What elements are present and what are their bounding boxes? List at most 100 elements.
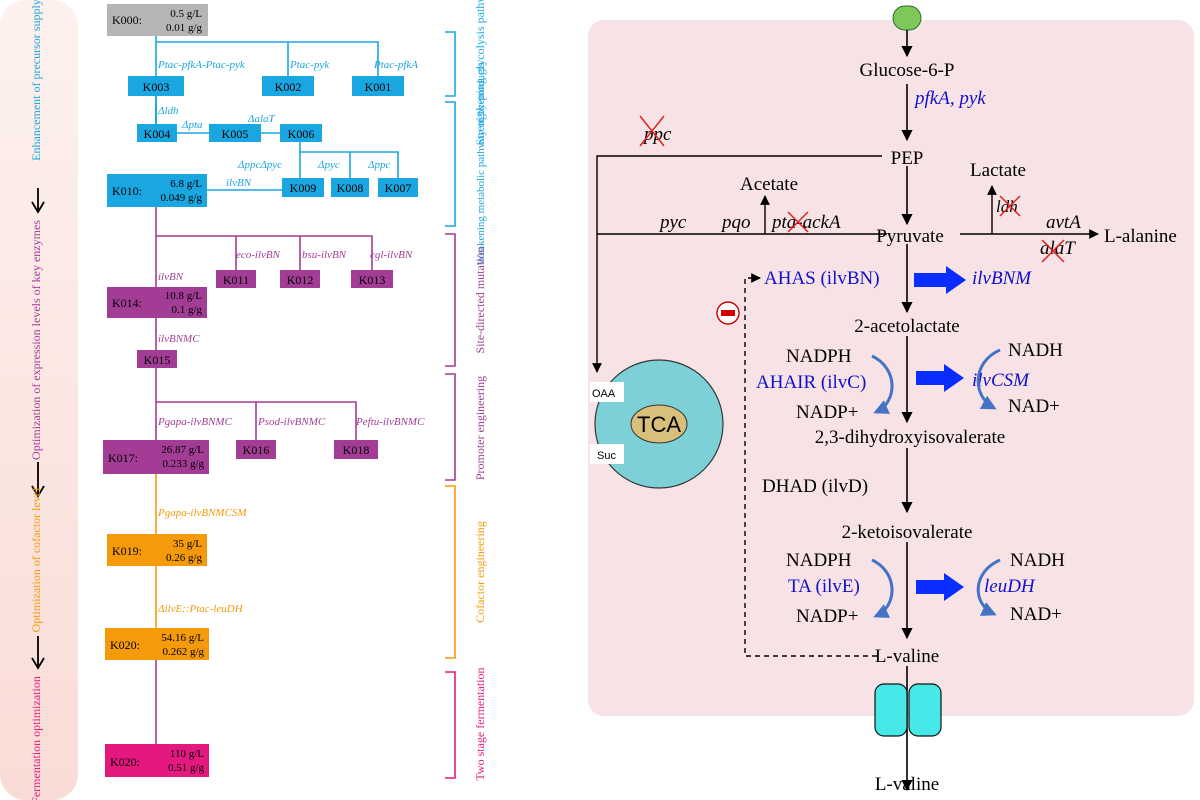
- oaa-label: OAA: [592, 388, 616, 400]
- cofactor-nadph-2: NADPH: [786, 550, 852, 571]
- tree-lines: [155, 36, 399, 744]
- oaa-box: [590, 382, 624, 402]
- gene-ppc: ppc: [642, 124, 672, 145]
- gene-ldh: ldh: [996, 197, 1018, 216]
- suc-label: Suc: [597, 450, 616, 462]
- mod-k012: bsu-ilvBN: [302, 249, 347, 261]
- mod-k020: ΔilvE::Ptac-leuDH: [157, 603, 244, 615]
- metabolite-glucose6p: Glucose-6-P: [860, 60, 955, 81]
- cofactor-nadh-2: NADH: [1010, 550, 1065, 571]
- strain-id: K006: [288, 127, 315, 141]
- strain-k004: K004: [137, 124, 177, 142]
- gene-ilvbn-mutant: ilvBNM: [972, 268, 1032, 289]
- strain-id: K019:: [112, 544, 142, 558]
- cell-panel: [588, 20, 1194, 716]
- strain-k016: K016: [236, 440, 276, 459]
- category-promoter: Promoter engineering: [473, 376, 487, 480]
- metabolite-acetate: Acetate: [740, 174, 798, 195]
- gene-pyc: pyc: [658, 212, 687, 233]
- knockout-crosses: [639, 115, 1065, 263]
- strain-k008: K008: [331, 178, 369, 197]
- strain-yield: 0.01 g/g: [166, 22, 203, 34]
- strain-id: K014:: [112, 296, 142, 310]
- category-twostage: Two stage fermentation: [473, 667, 487, 780]
- mod-k011: eco-ilvBN: [236, 249, 281, 261]
- cofactor-nad-2: NAD+: [1010, 604, 1062, 625]
- metabolite-l-alanine: L-alanine: [1104, 226, 1177, 247]
- ppc-branch: [592, 155, 1099, 373]
- gene-alaT: alaT: [1040, 238, 1076, 259]
- strain-k013: K013: [351, 270, 393, 288]
- mod-k019: Pgapa-ilvBNMCSM: [157, 507, 247, 519]
- strain-id: K013: [359, 273, 386, 287]
- category-sitedirected: Site-directed mutation: [473, 247, 487, 354]
- strain-yield: 0.1 g/g: [171, 304, 202, 316]
- gene-pfka-pyk: pfkA, pyk: [913, 88, 986, 109]
- metabolite-l-valine-extracellular: L-valine: [875, 774, 939, 795]
- category-byproducts: Weakening metabolic pathway of by-produc…: [475, 63, 487, 266]
- strain-k012: K012: [280, 270, 320, 288]
- stage-arrow-3: [31, 636, 45, 670]
- stage4-label: Fermentation optimization: [29, 676, 43, 800]
- stage-sidebar: [0, 0, 78, 800]
- strain-id: K001: [365, 80, 392, 94]
- mod-k009: ΔppcΔpyc: [237, 159, 282, 171]
- mod-k008: Δpyc: [317, 159, 340, 171]
- mod-k014: ilvBN: [158, 271, 184, 283]
- cofactor-nadp-2: NADP+: [796, 606, 858, 627]
- cofactor-curved-arrows: [871, 348, 1001, 618]
- strain-k010: K010: 6.8 g/L 0.049 g/g: [107, 174, 207, 207]
- strain-yield: 0.26 g/g: [166, 552, 203, 564]
- valine-exporter-icon: [874, 683, 942, 737]
- category-cofactor: Cofactor engineering: [473, 521, 487, 623]
- enzyme-ahas: AHAS (ilvBN): [764, 268, 880, 289]
- tca-label: TCA: [637, 412, 681, 437]
- strain-id: K016: [243, 443, 270, 457]
- stage-arrow-2: [31, 462, 45, 498]
- mod-k016: Psod-ilvBNMC: [257, 416, 326, 428]
- strain-titer: 54.16 g/L: [161, 632, 204, 644]
- gene-avtA: avtA: [1046, 212, 1081, 233]
- glucose-transporter-icon: [892, 5, 922, 31]
- strain-id: K005: [222, 127, 249, 141]
- metabolite-pyruvate: Pyruvate: [876, 226, 944, 247]
- mod-k003: Ptac-pfkA-Ptac-pyk: [157, 59, 246, 71]
- cofactor-nadp-1: NADP+: [796, 402, 858, 423]
- mod-k017: Pgapa-ilvBNMC: [157, 416, 233, 428]
- mod-k015: ilvBNMC: [158, 333, 200, 345]
- strain-k018: K018: [334, 440, 378, 459]
- strain-k020-cofactor: K020: 54.16 g/L 0.262 g/g: [105, 628, 209, 660]
- strain-k001: K001: [352, 76, 404, 96]
- gene-ilvc-sm: ilvCSM: [972, 370, 1030, 391]
- strain-titer: 0.5 g/L: [170, 8, 202, 20]
- strain-id: K000:: [112, 13, 142, 27]
- strain-k014: K014: 10.8 g/L 0.1 g/g: [107, 287, 207, 318]
- strain-k020-fermentation: K020: 110 g/L 0.51 g/g: [105, 744, 209, 777]
- mod-k013: cgl-ilvBN: [370, 249, 413, 261]
- mod-k018: Peftu-ilvBNMC: [355, 416, 425, 428]
- strain-titer: 6.8 g/L: [170, 178, 202, 190]
- strain-id: K009: [290, 181, 317, 195]
- strain-id: K008: [337, 181, 364, 195]
- strain-k011: K011: [216, 270, 256, 288]
- gene-pqo: pqo: [720, 212, 751, 233]
- enzyme-dhad: DHAD (ilvD): [762, 476, 868, 497]
- strain-id: K010:: [112, 184, 142, 198]
- strain-titer: 110 g/L: [170, 748, 204, 760]
- strain-k009: K009: [282, 178, 324, 197]
- strain-id: K017:: [108, 451, 138, 465]
- metabolite-dihydroxy: 2,3-dihydroxyisovalerate: [815, 427, 1005, 448]
- mod-k006: ΔalaT: [247, 113, 276, 125]
- enzyme-ahair: AHAIR (ilvC): [756, 372, 866, 393]
- strain-id: K004: [144, 127, 171, 141]
- tca-core: [630, 404, 688, 444]
- strain-yield: 0.262 g/g: [162, 646, 204, 658]
- mod-k010: ilvBN: [226, 177, 252, 189]
- strain-k017: K017: 26.87 g/L 0.233 g/g: [103, 440, 209, 474]
- metabolite-lactate: Lactate: [970, 160, 1026, 181]
- mod-k002: Ptac-pyk: [289, 59, 330, 71]
- cofactor-nad-1: NAD+: [1008, 396, 1060, 417]
- mod-k007: Δppc: [367, 159, 390, 171]
- category-glycolysis: Strengthening glycolysis pathway: [473, 0, 487, 145]
